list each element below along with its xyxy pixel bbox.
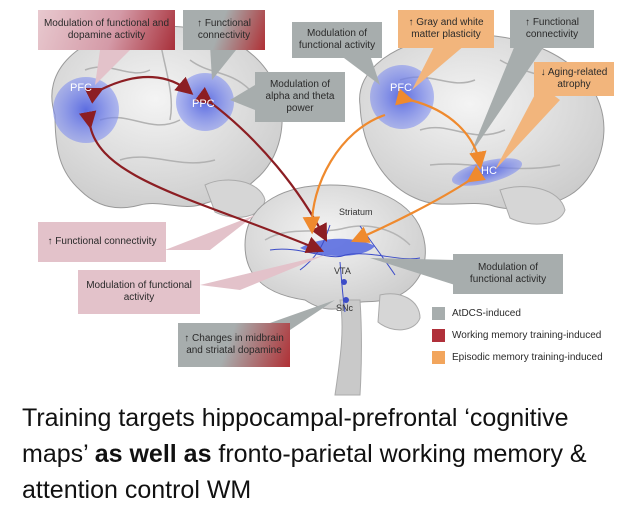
callout-midbrain-changes: ↑ Changes in midbrain and striatal dopam… [178, 323, 290, 367]
hc-label: HC [481, 165, 497, 177]
ppc-label: PPC [192, 98, 215, 110]
callout-gray-white-plasticity: ↑ Gray and white matter plasticity [398, 10, 494, 48]
up-arrow-icon: ↑ [197, 18, 203, 29]
up-arrow-icon: ↑ [408, 17, 414, 28]
down-arrow-icon: ↓ [540, 67, 546, 78]
vta-label: VTA [334, 266, 351, 276]
pfc-left-label: PFC [70, 82, 92, 94]
snc-label: SNc [336, 303, 354, 313]
callout-functional-connectivity-left: ↑ Functional connectivity [183, 10, 265, 50]
brain-diagram: PFC PPC PFC HC Striatum VTA SNc Modulati… [38, 10, 632, 396]
callout-functional-connectivity-right: ↑ Functional connectivity [510, 10, 594, 48]
legend-swatch-icon [432, 306, 445, 320]
legend-swatch-icon [432, 350, 445, 364]
callout-modulation-functional-right-top: Modulation of functional activity [292, 22, 382, 58]
up-arrow-icon: ↑ [47, 236, 53, 247]
legend-item-episodic-memory: Episodic memory training-induced [432, 346, 632, 368]
caption: Training targets hippocampal-prefrontal … [22, 404, 587, 504]
striatum-label: Striatum [339, 207, 373, 217]
callout-modulation-functional-mid: Modulation of functional activity [78, 270, 200, 314]
callout-modulation-alpha-theta: Modulation of alpha and theta power [255, 72, 345, 122]
up-arrow-icon: ↑ [184, 333, 190, 344]
up-arrow-icon: ↑ [525, 17, 531, 28]
pfc-right-label: PFC [390, 82, 412, 94]
callout-modulation-functional-dopamine: Modulation of functional and dopamine ac… [38, 10, 175, 50]
left-brain [51, 25, 283, 218]
episodic-memory-arrows [302, 88, 487, 243]
legend: AtDCS-induced Working memory training-in… [432, 302, 632, 368]
callout-modulation-functional-right-bottom: Modulation of functional activity [453, 254, 563, 294]
callout-functional-connectivity-mid: ↑ Functional connectivity [38, 222, 166, 262]
callout-aging-atrophy: ↓ Aging-related atrophy [534, 62, 614, 96]
legend-item-working-memory: Working memory training-induced [432, 324, 632, 346]
legend-swatch-icon [432, 328, 445, 342]
legend-item-atdcs: AtDCS-induced [432, 302, 632, 324]
